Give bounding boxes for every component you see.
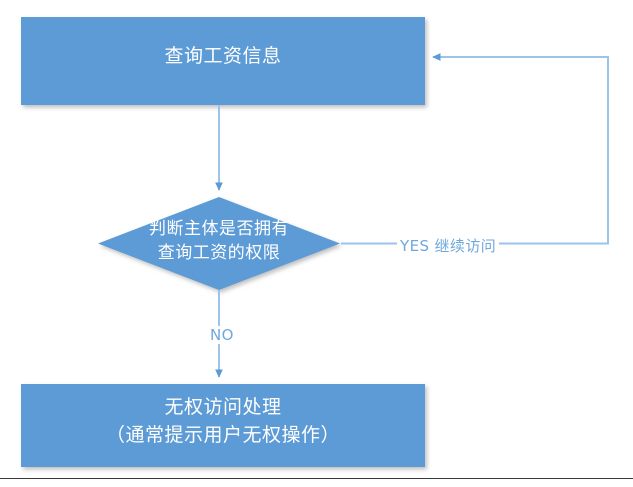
node-process-start[interactable] — [21, 17, 425, 105]
bottom-divider — [0, 478, 633, 479]
edge-label-yes: YES 继续访问 — [397, 235, 500, 256]
node-decision-permission[interactable] — [98, 197, 340, 290]
node-process-deny[interactable] — [21, 384, 425, 467]
edge-label-no: NO — [207, 326, 237, 344]
